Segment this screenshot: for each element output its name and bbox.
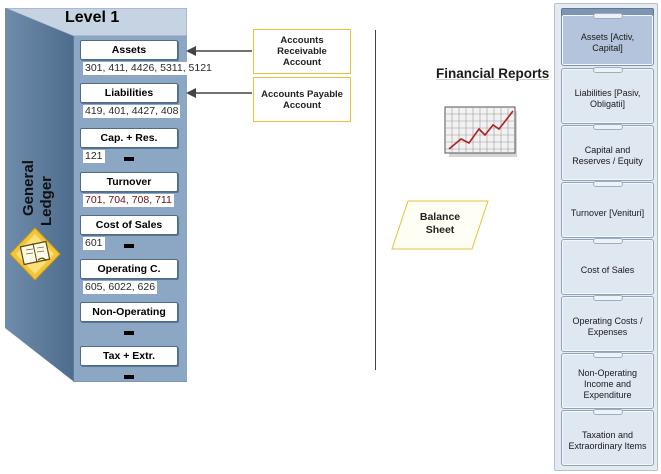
drawer-label: Non-Operating [80, 302, 178, 322]
arrow-receivable [186, 46, 252, 56]
drawer-account-codes: 121 [83, 150, 105, 163]
drawer-handle [124, 331, 134, 335]
financial-reports-title: Financial Reports [436, 66, 550, 81]
tab-label: Non-Operating Income and Expenditure [577, 367, 638, 400]
section-divider [375, 30, 376, 370]
tab-non-operating[interactable]: Non-Operating Income and Expenditure [561, 352, 654, 409]
drawer-tax-extr[interactable]: Tax + Extr. [80, 346, 178, 379]
arrow-payable [186, 88, 252, 98]
tab-knob [593, 67, 623, 73]
drawer-handle [124, 157, 134, 161]
drawer-account-codes: 605, 6022, 626 [83, 281, 158, 294]
tab-knob [593, 238, 623, 244]
drawer-label: Cap. + Res. [80, 128, 178, 148]
tab-label: Liabilities [Pasiv, Obligatii] [574, 88, 641, 109]
cabinet-side [5, 8, 73, 381]
drawer-handle [124, 244, 134, 248]
drawer-non-operating[interactable]: Non-Operating [80, 302, 178, 335]
tab-knob [593, 124, 623, 130]
drawer-operating-costs[interactable]: Operating C. 605, 6022, 626 [80, 259, 178, 294]
drawer-label: Turnover [80, 172, 178, 192]
tab-knob [593, 352, 623, 358]
tab-operating-costs[interactable]: Operating Costs / Expenses [561, 295, 654, 352]
drawer-account-codes: 601 [83, 237, 105, 250]
drawer-cost-of-sales[interactable]: Cost of Sales 601 [80, 215, 178, 250]
tab-label: Cost of Sales [580, 264, 635, 275]
ledger-book-icon [9, 227, 61, 281]
accounts-receivable-box[interactable]: Accounts Receivable Account [253, 29, 351, 74]
drawer-handle [124, 375, 134, 379]
drawer-account-codes: 419, 401, 4427, 408 [83, 105, 181, 118]
tab-liabilities[interactable]: Liabilities [Pasiv, Obligatii] [561, 67, 654, 124]
drawer-label: Operating C. [80, 259, 178, 279]
tab-knob [593, 409, 623, 415]
drawer-liabilities[interactable]: Liabilities 419, 401, 4427, 408 [80, 83, 181, 118]
tab-label: Assets [Activ, Capital] [580, 32, 635, 53]
drawer-label: Liabilities [80, 83, 178, 103]
drawer-account-codes: 301, 411, 4426, 5311, 5121 [83, 62, 214, 75]
tab-knob [593, 181, 623, 187]
report-tabs-panel: Assets [Activ, Capital] Liabilities [Pas… [554, 3, 658, 471]
drawer-label: Tax + Extr. [80, 346, 178, 366]
drawer-cap-res[interactable]: Cap. + Res. 121 [80, 128, 178, 163]
tab-assets[interactable]: Assets [Activ, Capital] [561, 13, 654, 66]
drawer-label: Cost of Sales [80, 215, 178, 235]
accounts-payable-box[interactable]: Accounts Payable Account [253, 77, 351, 122]
tab-label: Taxation and Extraordinary Items [568, 430, 647, 451]
balance-sheet-shape[interactable] [390, 200, 490, 250]
tab-capital-reserves[interactable]: Capital and Reserves / Equity [561, 124, 654, 181]
tab-knob [593, 295, 623, 301]
tab-taxation[interactable]: Taxation and Extraordinary Items [561, 409, 654, 466]
level-title: Level 1 [65, 9, 120, 26]
drawer-label: Assets [80, 40, 178, 60]
drawer-account-codes: 701, 704, 708, 711 [83, 194, 174, 207]
tab-knob [593, 13, 623, 19]
cabinet-base [73, 381, 187, 382]
drawer-assets[interactable]: Assets 301, 411, 4426, 5311, 5121 [80, 40, 214, 75]
drawer-turnover[interactable]: Turnover 701, 704, 708, 711 [80, 172, 178, 207]
line-chart-icon [444, 106, 517, 157]
tab-label: Operating Costs / Expenses [572, 316, 643, 337]
tab-turnover[interactable]: Turnover [Venituri] [561, 181, 654, 238]
tab-label: Capital and Reserves / Equity [572, 145, 643, 166]
tab-cost-of-sales[interactable]: Cost of Sales [561, 238, 654, 295]
tab-label: Turnover [Venituri] [570, 207, 645, 218]
